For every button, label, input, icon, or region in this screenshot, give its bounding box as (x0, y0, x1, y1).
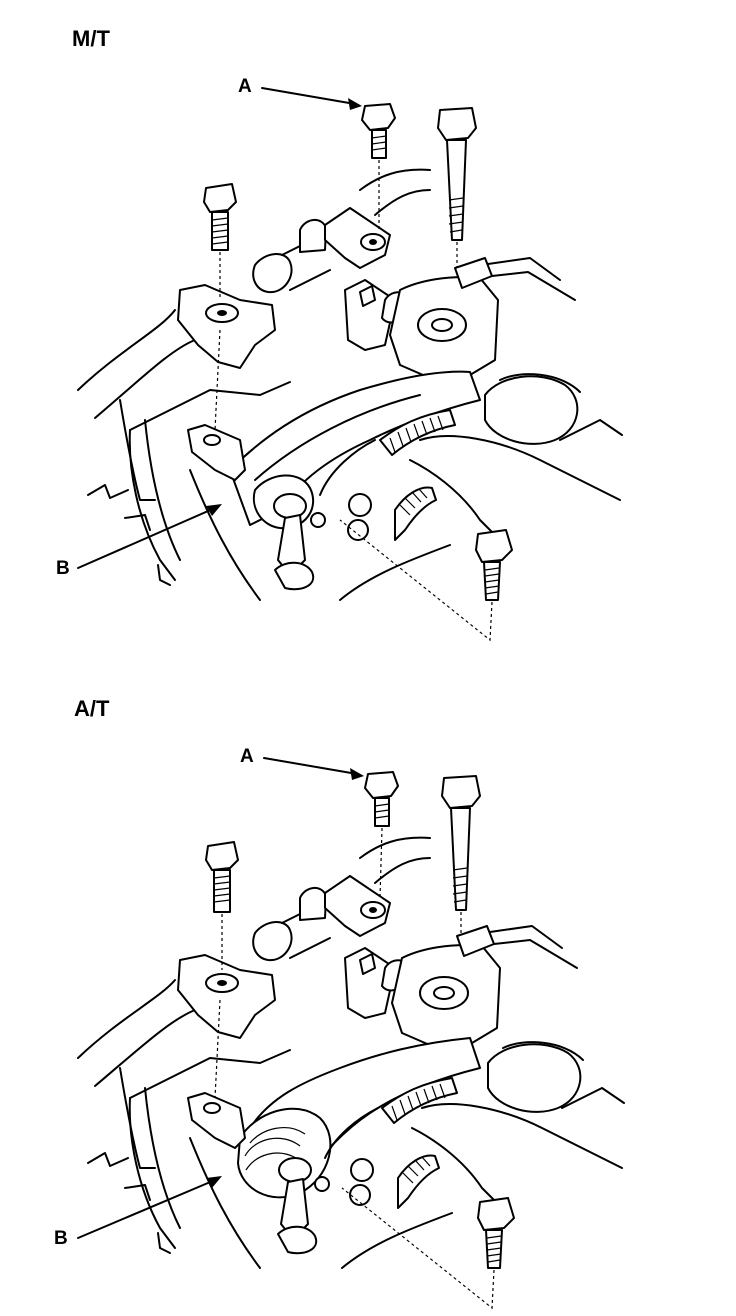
leader-line-b (78, 1180, 215, 1238)
leader-line-b (78, 508, 215, 568)
panel-title-at: A/T (74, 696, 110, 721)
engine-mount-drawing (78, 758, 624, 1308)
engine-mount-drawing (78, 88, 622, 640)
callout-a-mt: A (238, 76, 252, 97)
mount-illustration-mt (0, 0, 736, 658)
mount-illustration-at (0, 658, 736, 1316)
callout-b-mt: B (56, 558, 70, 579)
callout-a-at: A (240, 746, 254, 767)
callout-b-at: B (54, 1228, 68, 1249)
leader-line-a (262, 88, 355, 104)
panel-title-mt: M/T (72, 26, 110, 51)
leader-line-a (264, 758, 357, 774)
